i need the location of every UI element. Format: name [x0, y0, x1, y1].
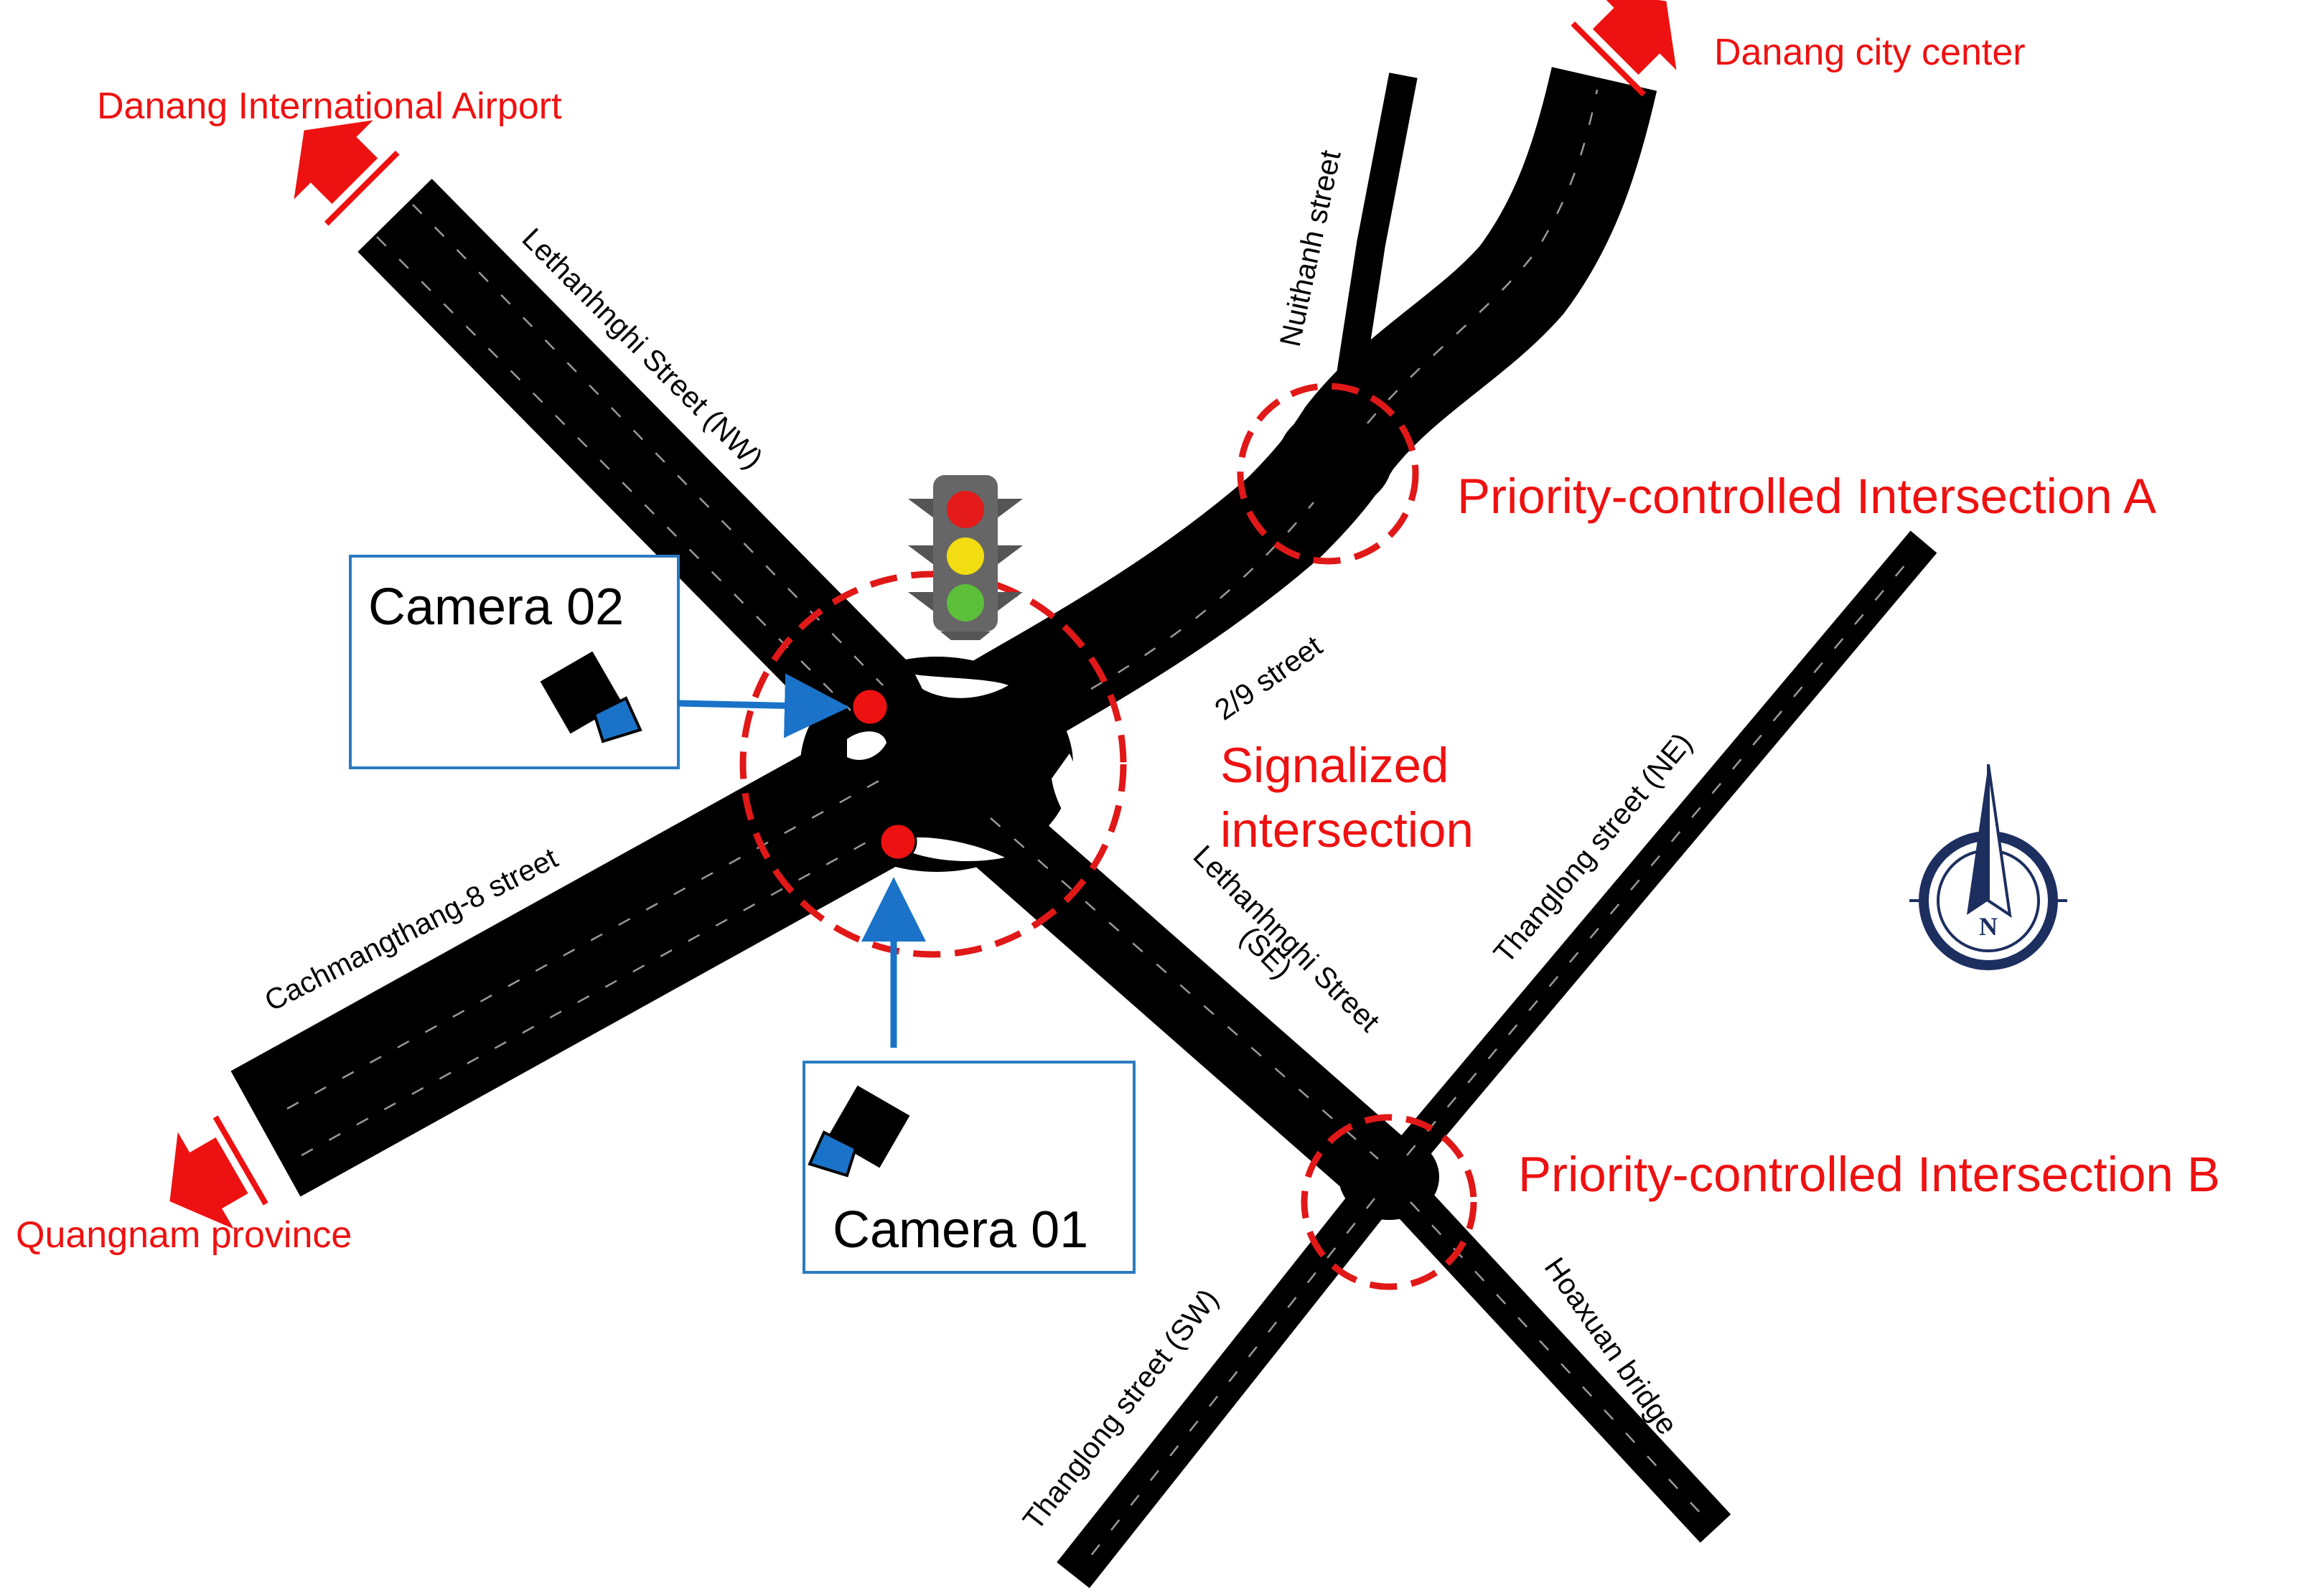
road-lethanhnghi-se	[921, 759, 1416, 1207]
road-cachmangthang8	[230, 705, 961, 1197]
lane-marking	[1090, 502, 1314, 690]
road-lethanhnghi-nw	[357, 179, 927, 754]
priority-intersection-b-label: Priority-controlled Intersection B	[1518, 1147, 2220, 1202]
destination-airport: Danang International Airport	[97, 85, 562, 127]
lane-marking	[1410, 1201, 1706, 1518]
camera-02-pointer-arrow	[678, 673, 849, 738]
camera-02-label: Camera 02	[368, 578, 624, 636]
intersection-a-circle	[1237, 382, 1419, 565]
lane-marking	[990, 817, 1379, 1160]
priority-intersection-a-label: Priority-controlled Intersection A	[1457, 469, 2156, 524]
road-network	[230, 67, 1937, 1589]
compass-icon: N	[1909, 764, 2067, 970]
lane-marking	[1367, 89, 1599, 424]
traffic-island	[897, 837, 1005, 861]
traffic-light-icon	[908, 475, 1023, 640]
camera-position-marker	[851, 687, 889, 726]
traffic-island	[1052, 754, 1087, 847]
signalized-label-line2: intersection	[1220, 802, 1474, 858]
junction-b-area	[1339, 1134, 1439, 1220]
road-thanglong-sw	[1057, 1163, 1405, 1589]
destination-city-center: Danang city center	[1714, 32, 2026, 73]
signalized-label-line1: Signalized	[1220, 738, 1449, 793]
direction-arrow-icon	[1571, 0, 1677, 97]
camera-01-label: Camera 01	[833, 1201, 1088, 1259]
road-nuithanh	[1328, 72, 1418, 433]
direction-arrow-icon	[294, 120, 400, 226]
lane-marking	[1083, 1198, 1375, 1565]
compass-north-letter: N	[1979, 912, 1998, 941]
junction-a-area	[1278, 409, 1393, 510]
street-label-nuithanh: Nuithanh street	[1273, 147, 1347, 349]
destination-quangnam: Quangnam province	[16, 1214, 352, 1256]
intersection-b-circle	[1301, 1114, 1477, 1290]
camera-position-marker	[879, 822, 917, 861]
road-hoaxuan-bridge	[1373, 1163, 1731, 1543]
traffic-island	[915, 675, 1009, 698]
traffic-island	[847, 731, 886, 760]
street-label-2-9: 2/9 street	[1209, 629, 1329, 726]
lane-marking	[1406, 559, 1910, 1156]
direction-arrow-icon	[169, 1115, 268, 1229]
